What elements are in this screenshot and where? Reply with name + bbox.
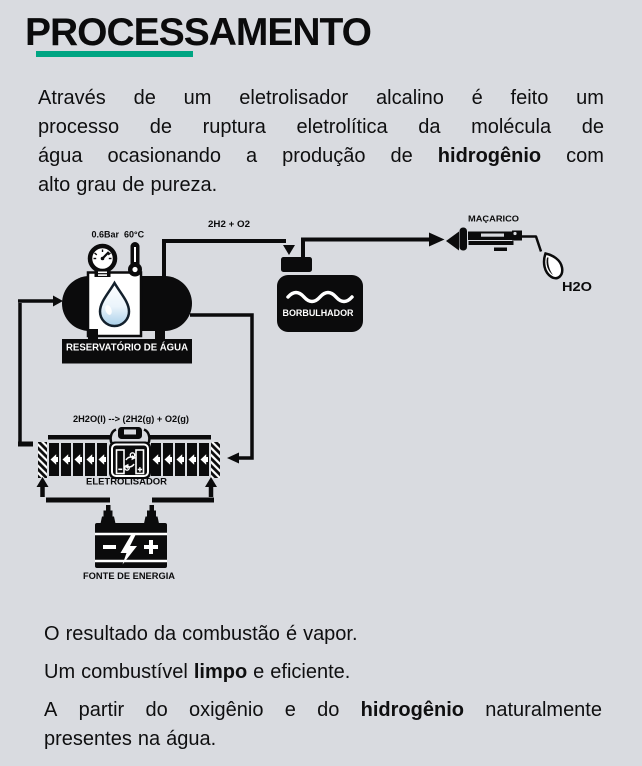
pressure-label: 0.6Bar: [92, 230, 120, 240]
water-tank-icon: [62, 271, 192, 364]
bubbler-icon: [277, 257, 363, 332]
minus-icon: [103, 545, 116, 549]
battery-icon: [95, 505, 167, 568]
flow-arrowheads: [53, 232, 445, 464]
circulation-unit-icon: [109, 427, 151, 479]
torch-label: MAÇARICO: [468, 214, 519, 224]
electrolyzer-icon: [36, 427, 220, 503]
thermometer-icon: [128, 242, 142, 277]
electrolyzer-label: ELETROLISADOR: [86, 477, 168, 487]
bubbler-label: BORBULHADOR: [283, 308, 354, 318]
h2o-label: H2O: [562, 280, 592, 294]
electrolysis-equation: 2H2O(l) --> (2H2(g) + O2(g): [73, 414, 189, 424]
pipe-lines: [18, 235, 543, 460]
water-drop-icon: [98, 280, 131, 328]
lightning-bolt-icon: [120, 535, 137, 565]
title-underline: [36, 51, 193, 57]
water-wave-icon: [286, 290, 354, 304]
torch-icon: [446, 227, 522, 251]
power-source-label: FONTE DE ENERGIA: [83, 571, 176, 581]
gas-line-label: 2H2 + O2: [208, 219, 250, 230]
pressure-gauge-icon: [87, 243, 118, 277]
reservoir-label: RESERVATÓRIO DE ÁGUA: [66, 341, 188, 354]
temperature-label: 60°C: [124, 230, 145, 240]
page-title: PROCESSAMENTO: [25, 11, 372, 54]
vapor-drop-icon: [542, 252, 564, 280]
